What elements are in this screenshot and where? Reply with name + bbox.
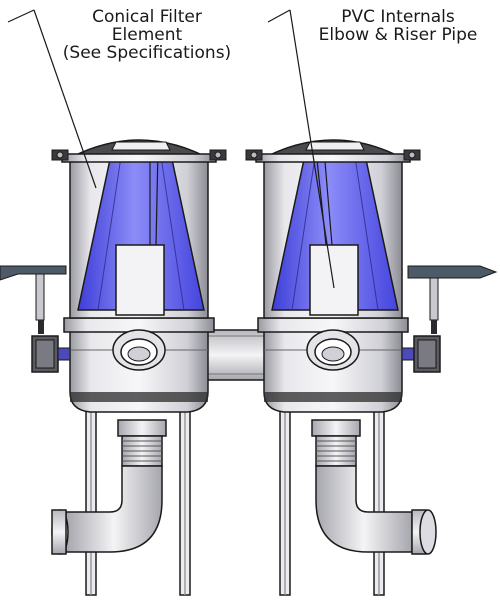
- right-side-valve-box: [401, 335, 441, 373]
- callout-text: Conical Filter: [92, 7, 202, 27]
- left-side-valve-box: [31, 335, 71, 373]
- left-inlet-port: [112, 329, 166, 371]
- connecting-pipe: [204, 329, 272, 381]
- right-outlet-elbow: [311, 419, 437, 555]
- leader-line-pvc-internals: [267, 9, 335, 289]
- right-inlet-port: [306, 329, 360, 371]
- right-lid-clamps: [245, 149, 421, 161]
- right-clamp-handle: [407, 265, 498, 334]
- right-riser-pipe: [309, 244, 359, 316]
- callout-pvc-internals: PVC Internals Elbow & Riser Pipe: [296, 8, 500, 44]
- callout-text: PVC Internals: [341, 7, 455, 27]
- left-clamp-handle: [0, 265, 67, 334]
- leader-line-filter-element: [7, 9, 97, 189]
- left-riser-pipe: [115, 244, 165, 316]
- callout-text: Elbow & Riser Pipe: [318, 25, 478, 45]
- right-filter-housing: [245, 139, 498, 596]
- callout-conical-filter-element: Conical Filter Element (See Specificatio…: [34, 8, 260, 62]
- callout-text: (See Specifications): [62, 43, 232, 63]
- callout-text: Element: [111, 25, 183, 45]
- left-outlet-elbow: [51, 419, 167, 555]
- left-filter-housing: [0, 139, 227, 596]
- left-lid-clamps: [51, 149, 227, 161]
